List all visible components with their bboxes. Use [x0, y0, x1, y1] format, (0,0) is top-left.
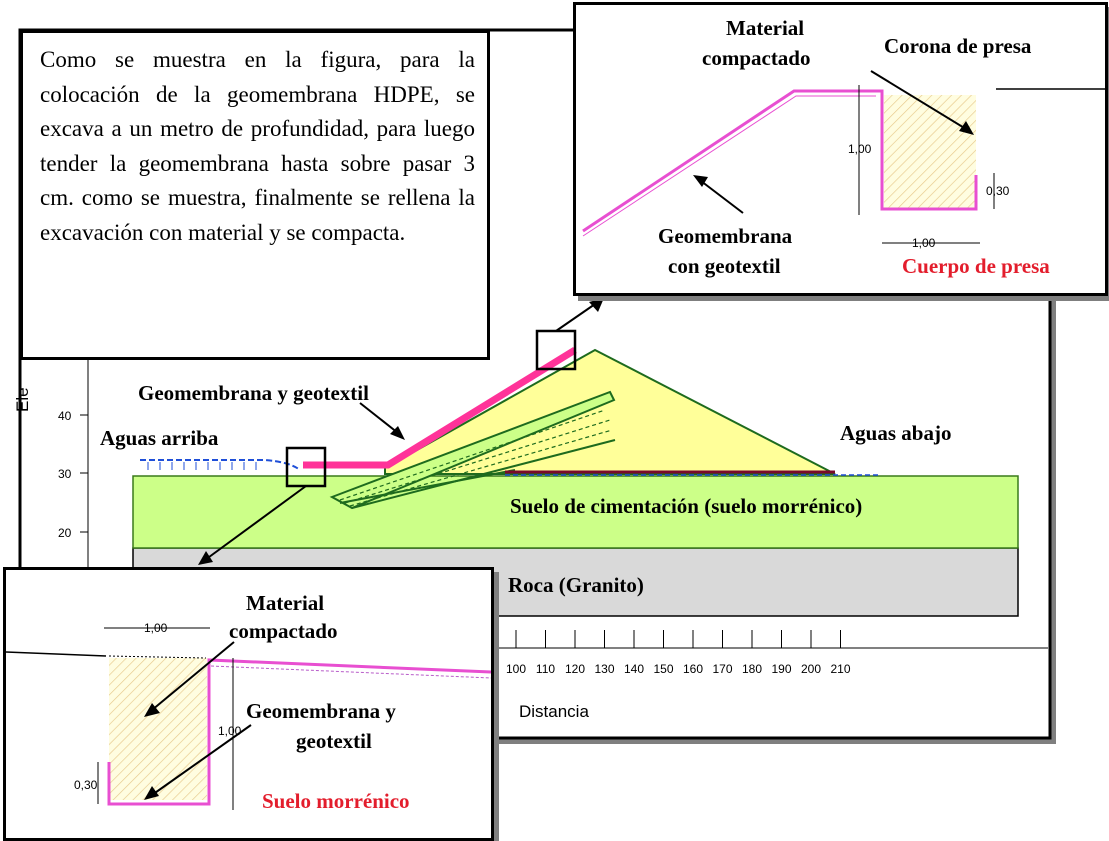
crest-geomembrane-edge: [582, 95, 876, 237]
crest-label-corona: Corona de presa: [884, 34, 1032, 58]
drain-line: [339, 409, 606, 501]
detail-crest-anchor: 1,00 1,00 0,30 Material compactado Coron…: [573, 2, 1108, 296]
crest-label-con-geotextil: con geotextil: [668, 254, 781, 278]
crest-dim-width: 1,00: [912, 236, 936, 250]
geomembrane-pointer-head: [390, 426, 405, 440]
x-tick-label: 180: [742, 662, 762, 676]
upstream-water-line: [140, 459, 301, 471]
crest-label-material: Material: [726, 16, 804, 40]
toe-label-geotextil: geotextil: [296, 729, 372, 753]
toe-label-compactado: compactado: [229, 619, 338, 643]
toe-label-suelo: Suelo morrénico: [262, 789, 410, 813]
toe-label-material: Material: [246, 591, 324, 615]
x-tick-label: 200: [801, 662, 821, 676]
x-axis-label: Distancia: [519, 702, 589, 721]
crest-label-compactado: compactado: [702, 46, 811, 70]
x-tick-label: 150: [653, 662, 673, 676]
toe-arrow-material-head: [144, 703, 160, 717]
toe-arrow-geomembrana-head: [144, 786, 159, 800]
crest-geomembrane: [582, 89, 978, 233]
x-tick-label: 110: [536, 662, 555, 676]
x-tick-label: 130: [594, 662, 614, 676]
arrow-corona: [870, 70, 967, 130]
x-tick-label: 120: [565, 662, 585, 676]
arrow-geomembrana-head: [693, 175, 708, 187]
label-aguas-abajo: Aguas abajo: [840, 421, 951, 445]
toe-dim-depth: 1,00: [218, 724, 242, 738]
toe-ground-line: [6, 651, 107, 657]
toe-fill-top: [108, 655, 207, 659]
geomembrane-pointer: [359, 402, 399, 434]
toe-trench-fill: [109, 658, 207, 800]
label-suelo-cimentacion: Suelo de cimentación (suelo morrénico): [510, 494, 862, 518]
y-axis-label: Ele: [13, 387, 32, 412]
toe-geomembrane-edge: [210, 665, 491, 679]
geomembrane-liner: [303, 347, 577, 469]
detail-toe-anchor: 1,00 1,00 0,30 Material compactado Geome…: [3, 567, 494, 841]
water-arrows: [147, 462, 257, 470]
callout-arrow-bottom: [204, 485, 307, 561]
x-tick-label: 190: [771, 662, 791, 676]
crest-dim-depth: 1,00: [848, 142, 872, 156]
toe-arrow-material: [151, 641, 235, 711]
x-ticks: 100 110 120 130 140 150 160 170 180 190 200 210: [506, 630, 851, 676]
crest-label-geomembrana: Geomembrana: [658, 224, 793, 248]
detail-toe-svg: 1,00 1,00 0,30 Material compactado Geome…: [6, 591, 491, 813]
x-tick-label: 160: [683, 662, 703, 676]
arrow-geomembrana: [700, 180, 744, 214]
y-tick-label-40: 40: [58, 409, 72, 423]
arrow-corona-head: [959, 121, 974, 135]
crest-dim-lip: 0,30: [986, 184, 1010, 198]
toe-geomembrane: [107, 658, 491, 806]
foundation-layer: [132, 475, 1019, 549]
callout-arrow-top: [555, 301, 599, 332]
label-geomembrana: Geomembrana y geotextil: [138, 381, 369, 405]
callout-arrowhead-top: [589, 298, 604, 312]
toe-dim-width: 1,00: [144, 621, 168, 635]
intro-paragraph: Como se muestra en la figura, para la co…: [40, 47, 475, 245]
callout-arrowhead-bottom: [198, 551, 213, 565]
y-tick-label-30: 30: [58, 467, 72, 481]
crest-trench-fill: [884, 95, 976, 209]
label-aguas-arriba: Aguas arriba: [100, 426, 219, 450]
crest-label-cuerpo: Cuerpo de presa: [902, 254, 1050, 278]
detail-crest-svg: 1,00 1,00 0,30 Material compactado Coron…: [582, 16, 1105, 278]
toe-label-geomembrana-y: Geomembrana y: [246, 699, 396, 723]
toe-dim-lip: 0,30: [74, 778, 98, 792]
drain-line: [351, 439, 616, 509]
x-tick-label: 100: [506, 662, 526, 676]
toe-arrow-geomembrana: [151, 724, 252, 796]
drain-line: [339, 469, 516, 504]
x-tick-label: 210: [830, 662, 850, 676]
label-roca: Roca (Granito): [508, 573, 644, 597]
y-tick-label-20: 20: [58, 526, 72, 540]
x-tick-label: 140: [624, 662, 644, 676]
intro-text-box: Como se muestra en la figura, para la co…: [20, 30, 490, 360]
drain-line: [344, 419, 611, 504]
x-tick-label: 170: [712, 662, 732, 676]
